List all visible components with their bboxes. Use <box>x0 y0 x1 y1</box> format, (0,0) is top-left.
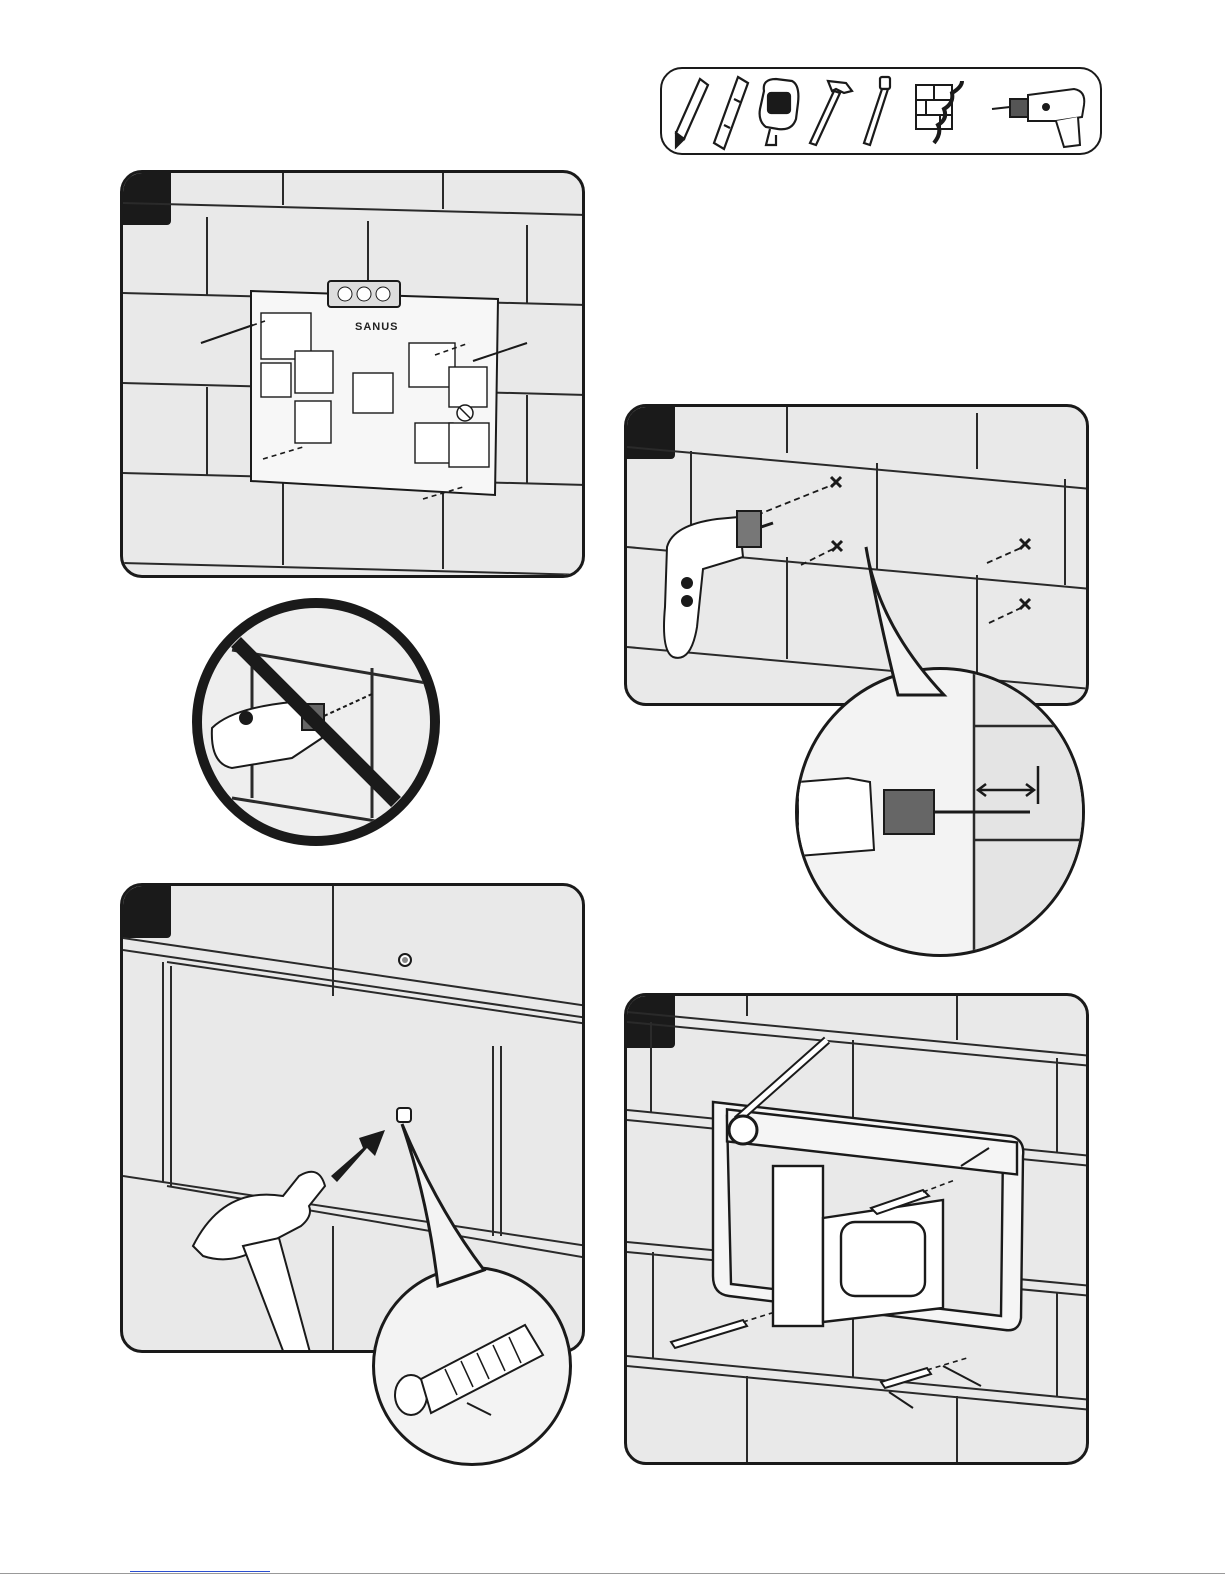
level-icon <box>710 73 752 153</box>
footer-link[interactable] <box>130 1570 270 1572</box>
socket-wrench-icon <box>858 73 898 153</box>
warning-no-drill-grout <box>192 598 440 846</box>
wall-plate-icon <box>713 1102 1023 1330</box>
drill-icon <box>664 511 773 658</box>
masonry-drill-bit-icon <box>912 73 972 153</box>
step-panel-wall-plate <box>624 993 1089 1465</box>
required-tools-panel <box>660 67 1102 155</box>
step-panel-template: SANUS <box>120 170 585 578</box>
power-drill-icon <box>986 73 1092 153</box>
brand-logo: SANUS <box>355 321 399 333</box>
pencil-icon <box>670 73 710 153</box>
hammer-icon <box>802 73 858 153</box>
tape-measure-icon <box>754 73 802 153</box>
step-panel-drill <box>624 404 1089 706</box>
drill-depth-callout <box>795 667 1085 957</box>
callout-pointer <box>398 1120 488 1290</box>
tile-wall <box>627 996 1089 1465</box>
no-drilling-on-grout-icon <box>192 598 440 846</box>
callout-pointer <box>858 545 948 705</box>
footer-rule <box>0 1573 1225 1574</box>
tile-wall <box>123 173 585 578</box>
hammer-head <box>193 1172 325 1353</box>
wall-template-icon <box>251 281 498 495</box>
anchor-callout <box>372 1266 572 1466</box>
